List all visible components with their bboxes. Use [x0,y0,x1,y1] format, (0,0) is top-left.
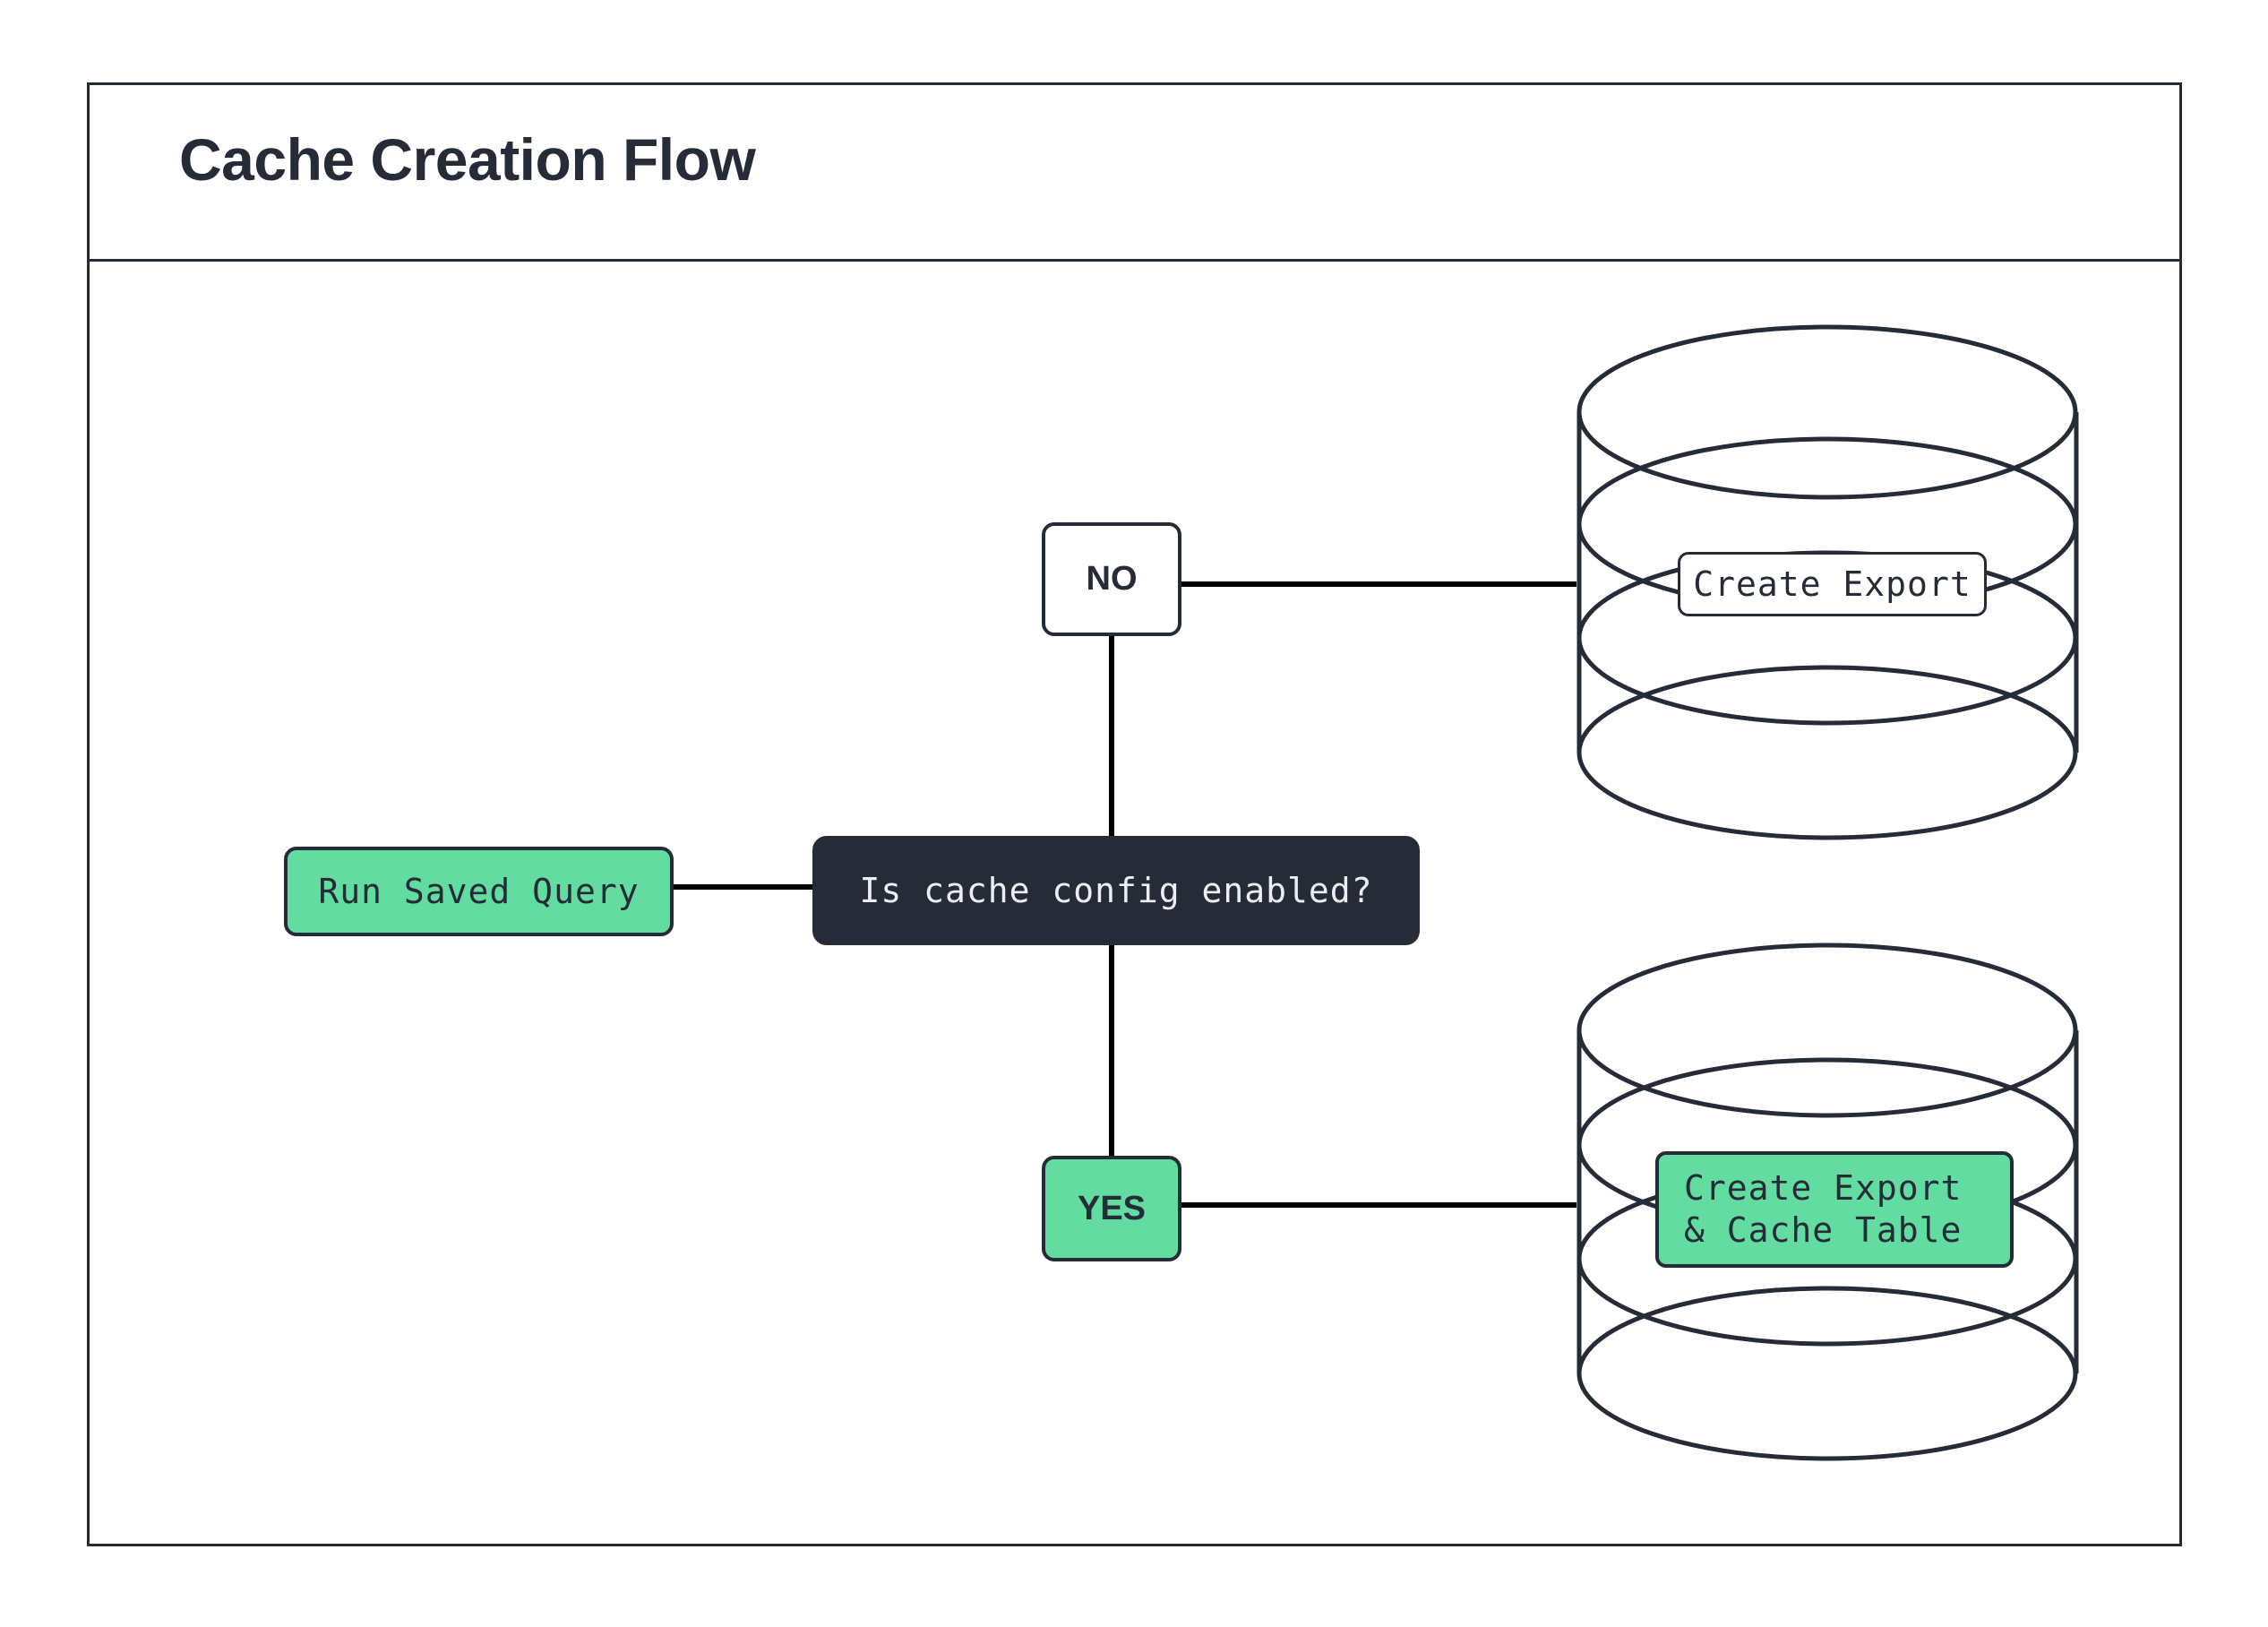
diagram-title-bar [87,82,2182,262]
diagram-frame [87,82,2182,1546]
node-label-line-1: Create Export [1684,1167,1963,1208]
page-title: Cache Creation Flow [179,126,756,193]
node-create-export-and-cache-table[interactable]: Create Export & Cache Table [1655,1151,2014,1268]
node-branch-yes[interactable]: YES [1042,1156,1181,1261]
node-create-export[interactable]: Create Export [1678,552,1987,616]
node-decision-is-cache-config-enabled[interactable]: Is cache config enabled? [812,836,1420,945]
node-branch-no[interactable]: NO [1042,522,1181,636]
node-label-line-2: & Cache Table [1684,1210,1963,1250]
node-run-saved-query[interactable]: Run Saved Query [284,847,674,936]
